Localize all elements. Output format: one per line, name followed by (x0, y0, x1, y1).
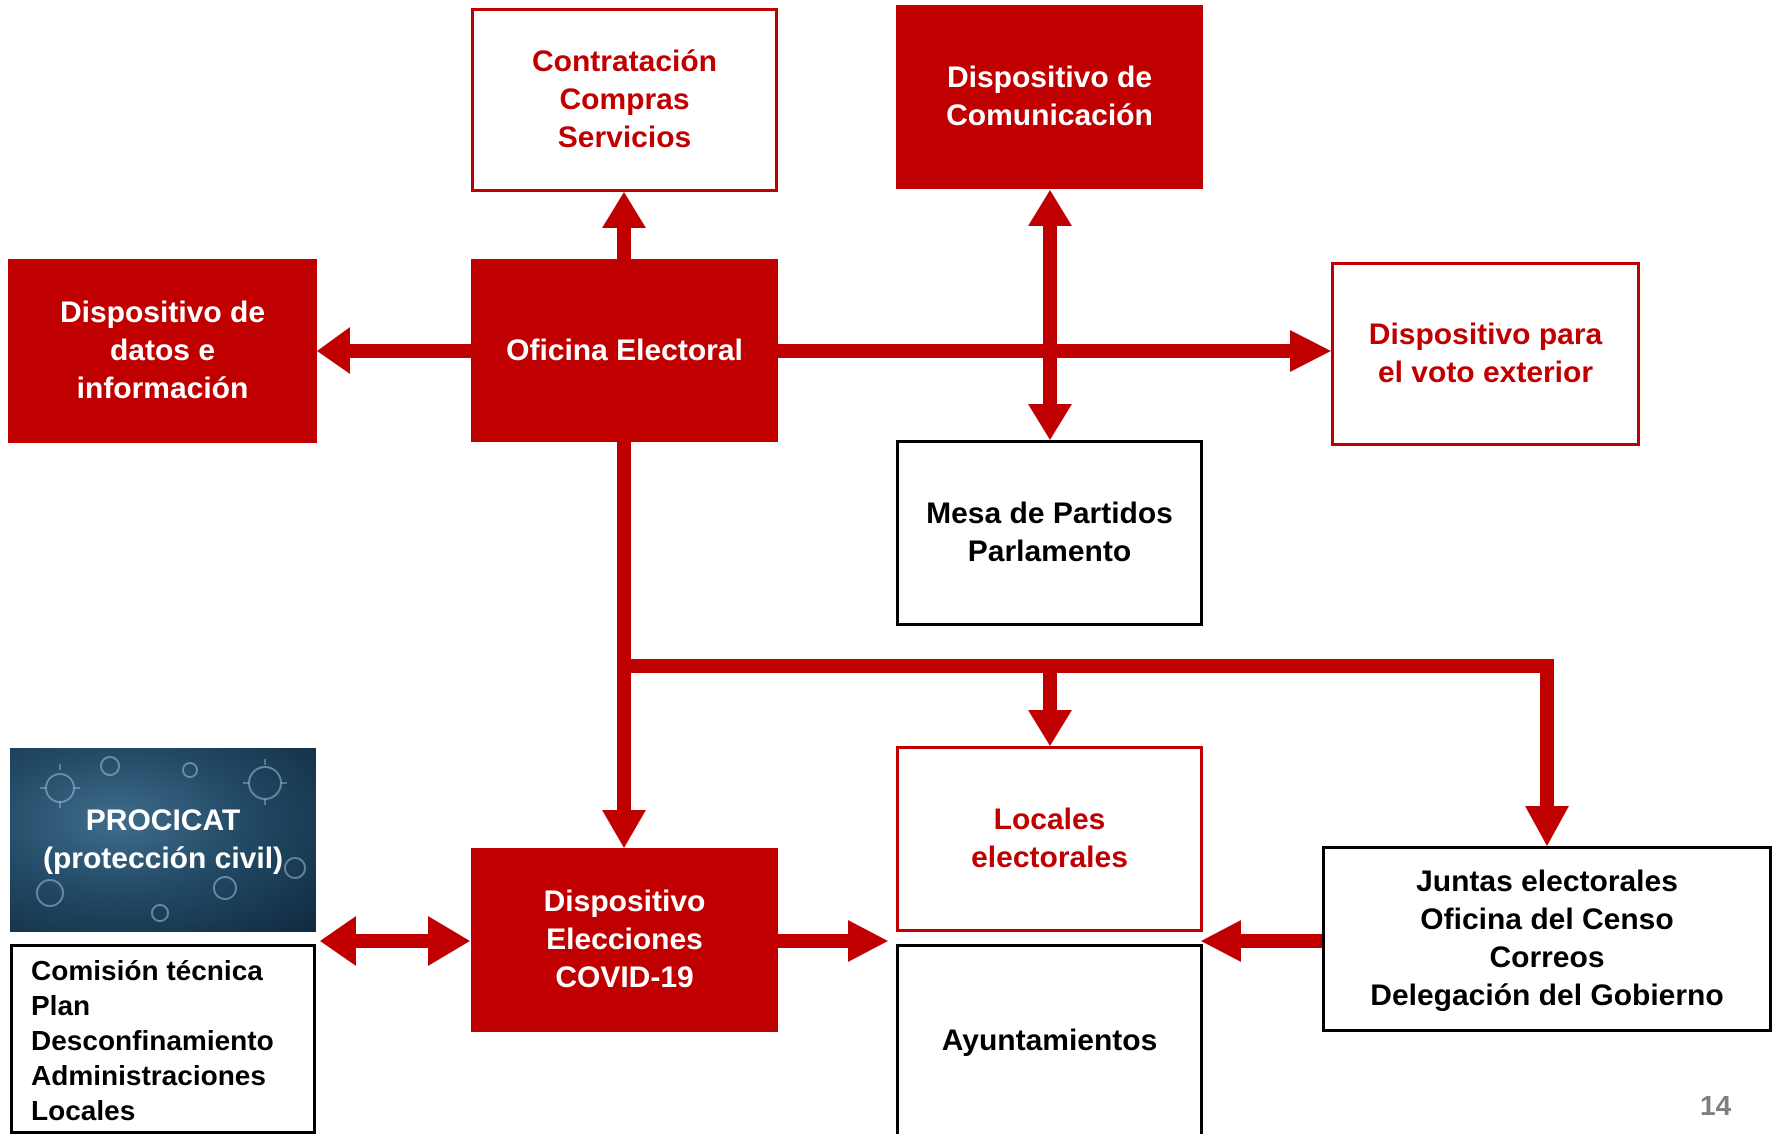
box-dispositivo-covid: Dispositivo Elecciones COVID-19 (471, 848, 778, 1032)
box-juntas-line: Juntas electorales (1416, 865, 1678, 898)
procicat-line: (protección civil) (42, 842, 284, 875)
arrow-juntas-to-ayuntamientos (1240, 934, 1322, 948)
arrow-to-juntas (1540, 659, 1554, 809)
box-comision-line: Plan (31, 990, 91, 1021)
arrow-comunicacion-head (1028, 190, 1072, 226)
page-number: 14 (1700, 1090, 1732, 1121)
box-contratacion-line: Contratación (531, 45, 717, 78)
arrow-to-ayuntamientos (778, 934, 850, 948)
box-oficina-electoral: Oficina Electoral (471, 259, 778, 442)
arrow-to-locales-head (1028, 710, 1072, 746)
arrow-to-voto-exterior (776, 344, 1291, 358)
box-comunicacion-line: Dispositivo de (946, 61, 1153, 94)
box-mesa-partidos-line: Mesa de Partidos (926, 497, 1173, 530)
procicat-line: PROCICAT (85, 804, 241, 837)
arrow-to-datos-head (317, 327, 350, 374)
virus-background-graphic (36, 756, 306, 922)
box-juntas-line: Delegación del Gobierno (1370, 979, 1724, 1012)
arrow-to-ayuntamientos-head (848, 920, 888, 962)
box-covid-line: Dispositivo (543, 885, 706, 918)
box-comision-line: Desconfinamiento (31, 1025, 274, 1056)
box-comunicacion: Dispositivo de Comunicación (896, 5, 1203, 189)
box-comision-line: Locales (31, 1095, 136, 1126)
arrow-to-contratacion (617, 228, 631, 263)
box-locales-line: Locales (993, 803, 1106, 836)
arrow-to-covid-head (602, 810, 646, 848)
box-covid-line: Elecciones (546, 923, 703, 956)
box-comision-line: Comisión técnica (31, 955, 263, 986)
arrow-mesa-head (1028, 404, 1072, 440)
box-mesa-partidos-line: Parlamento (967, 535, 1132, 568)
box-voto-exterior: Dispositivo para el voto exterior (1331, 262, 1640, 446)
box-juntas-electorales: Juntas electorales Oficina del Censo Cor… (1322, 846, 1772, 1032)
arrow-to-covid (617, 440, 631, 814)
procicat-image: PROCICAT (protección civil) (10, 748, 316, 932)
arrow-to-voto-exterior-head (1290, 330, 1331, 372)
arrow-to-contratacion-head (602, 192, 646, 228)
box-contratacion-line: Compras (559, 83, 690, 116)
box-comision-line: Administraciones (31, 1060, 266, 1091)
box-locales-line: electorales (971, 841, 1128, 874)
box-datos-line: información (76, 372, 249, 405)
arrow-juntas-to-ayuntamientos-head (1201, 920, 1241, 962)
box-comunicacion-line: Comunicación (946, 99, 1153, 132)
box-locales-electorales: Locales electorales (896, 746, 1203, 932)
box-ayuntamientos-line: Ayuntamientos (941, 1023, 1158, 1057)
arrow-comunicacion-mesa (1043, 226, 1057, 410)
box-contratacion-line: Servicios (557, 121, 692, 154)
arrow-covid-left-head (428, 916, 470, 966)
box-voto-exterior-line: el voto exterior (1377, 356, 1594, 389)
box-datos-line: Dispositivo de (59, 296, 266, 329)
branch-line (617, 659, 1554, 673)
arrow-to-juntas-head (1525, 806, 1569, 846)
arrow-comision-head (320, 916, 356, 966)
box-juntas-line: Oficina del Censo (1420, 903, 1674, 936)
box-datos-line: datos e (109, 334, 216, 367)
box-juntas-line: Correos (1489, 941, 1605, 974)
box-ayuntamientos: Ayuntamientos (896, 944, 1203, 1134)
procicat-label: PROCICAT (protección civil) (10, 748, 316, 932)
box-oficina-line: Oficina Electoral (506, 333, 743, 367)
box-comision-tecnica: Comisión técnica Plan Desconfinamiento A… (10, 944, 316, 1134)
box-mesa-partidos: Mesa de Partidos Parlamento (896, 440, 1203, 626)
arrow-to-datos (350, 344, 472, 358)
arrow-to-locales (1043, 659, 1057, 713)
box-covid-line: COVID-19 (555, 961, 694, 994)
arrow-comision-covid (355, 934, 429, 948)
box-contratacion: Contratación Compras Servicios (471, 8, 778, 192)
box-datos: Dispositivo de datos e información (8, 259, 317, 443)
box-voto-exterior-line: Dispositivo para (1368, 318, 1603, 351)
